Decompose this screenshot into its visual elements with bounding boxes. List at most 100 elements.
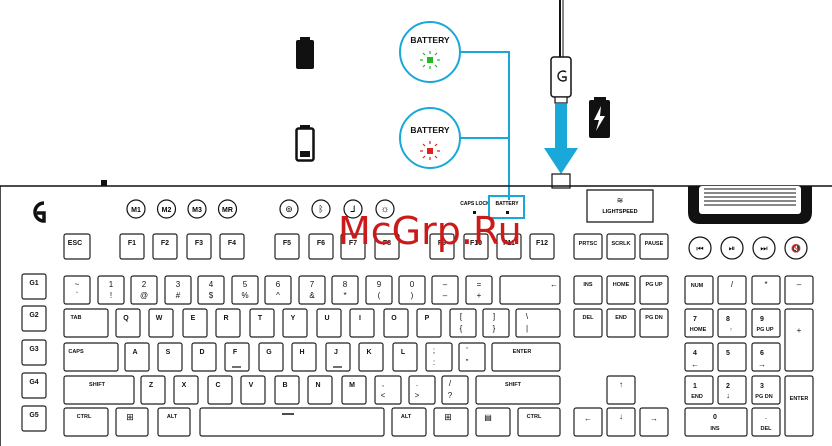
key-f12[interactable]: F12 [529,233,555,260]
key-f9[interactable]: F9 [429,233,455,260]
key-z[interactable]: Z [140,375,166,405]
key-esc[interactable]: ESC [63,233,91,260]
mute-button[interactable]: 🔇 [784,236,808,260]
key-u[interactable]: U [316,308,342,338]
key-w[interactable]: W [148,308,174,338]
key-number-5[interactable]: 5% [231,275,259,305]
volume-roller[interactable] [688,186,812,224]
key-n[interactable]: N [307,375,333,405]
g-key-g3[interactable]: G3 [21,339,47,366]
key-number-11[interactable]: –– [431,275,459,305]
next-track-button[interactable]: ⏭ [752,236,776,260]
macro-key-m3[interactable]: M3 [187,199,207,219]
key-menu[interactable]: ▤ [475,407,511,437]
key-punct-s0[interactable]: ,< [374,375,402,405]
key-l[interactable]: L [392,342,418,372]
key-number-8[interactable]: 8* [331,275,359,305]
key-e[interactable]: E [182,308,208,338]
key-number-2[interactable]: 2@ [130,275,158,305]
key-h[interactable]: H [291,342,317,372]
key-backspace[interactable]: ← [499,275,561,305]
numpad-dot[interactable]: .DEL [751,407,781,437]
key-f2[interactable]: F2 [152,233,178,260]
numpad-6[interactable]: 6→ [751,342,781,372]
key-m[interactable]: M [341,375,367,405]
key-f10[interactable]: F10 [463,233,489,260]
key-pg-up[interactable]: PG UP [639,275,669,305]
key-arrow-up[interactable]: ↑ [606,375,636,405]
key-left-alt[interactable]: ALT [157,407,191,437]
numpad-4[interactable]: 4← [684,342,714,372]
numpad-5[interactable]: 5 [717,342,747,372]
key-right-ctrl[interactable]: CTRL [517,407,561,437]
key-number-0[interactable]: ~` [63,275,91,305]
numpad-enter[interactable]: ENTER [784,375,814,437]
g-key-g4[interactable]: G4 [21,372,47,399]
numpad-plus[interactable]: + [784,308,814,372]
key-arrow-left[interactable]: ← [573,407,603,437]
key-b[interactable]: B [274,375,300,405]
key-left-shift[interactable]: SHIFT [63,375,135,405]
key-tab[interactable]: TAB [63,308,109,338]
key-del[interactable]: DEL [573,308,603,338]
key-bracket-0[interactable]: [{ [449,308,477,338]
key-bracket-1[interactable]: ]} [482,308,510,338]
key-equals[interactable]: =+ [465,275,493,305]
key-prtsc[interactable]: PRTSC [573,233,603,260]
numpad-2[interactable]: 2↓ [717,375,747,405]
key-left-ctrl[interactable]: CTRL [63,407,109,437]
key-c[interactable]: C [207,375,233,405]
numpad-sym[interactable]: / [717,275,747,305]
g-key-g2[interactable]: G2 [21,305,47,332]
key-punct-0[interactable]: ;: [425,342,453,372]
key-pg-dn[interactable]: PG DN [639,308,669,338]
numpad-num[interactable]: NUM [684,275,714,305]
key-right-alt[interactable]: ALT [391,407,427,437]
key-number-6[interactable]: 6^ [264,275,292,305]
numpad-sym[interactable]: * [751,275,781,305]
key-x[interactable]: X [173,375,199,405]
key-pause[interactable]: PAUSE [639,233,669,260]
key-f6[interactable]: F6 [308,233,334,260]
key-space[interactable] [199,407,385,437]
key-f3[interactable]: F3 [186,233,212,260]
key-t[interactable]: T [249,308,275,338]
key-r[interactable]: R [215,308,241,338]
key-windows[interactable]: ⊞ [115,407,149,437]
key-k[interactable]: K [358,342,384,372]
numpad-9[interactable]: 9PG UP [751,308,781,338]
key-f7[interactable]: F7 [340,233,366,260]
numpad-8[interactable]: 8↑ [717,308,747,338]
key-punct-s2[interactable]: /? [441,375,469,405]
key-punct-s1[interactable]: .> [408,375,436,405]
key-bracket-2[interactable]: \| [515,308,561,338]
macro-key-m2[interactable]: M2 [156,199,177,219]
key-right-shift[interactable]: SHIFT [475,375,561,405]
key-number-7[interactable]: 7& [298,275,326,305]
key-o[interactable]: O [383,308,409,338]
key-f4[interactable]: F4 [219,233,245,260]
key-number-4[interactable]: 4$ [197,275,225,305]
lock-icon[interactable]: ⅃ [343,199,363,219]
key-punct-1[interactable]: '" [458,342,486,372]
key-f5[interactable]: F5 [274,233,300,260]
key-j[interactable]: J [325,342,351,372]
g-key-g1[interactable]: G1 [21,273,47,300]
key-enter[interactable]: ENTER [491,342,561,372]
key-s[interactable]: S [157,342,183,372]
key-f11[interactable]: F11 [496,233,522,260]
previous-track-button[interactable]: ⏮ [688,236,712,260]
key-end[interactable]: END [606,308,636,338]
key-number-1[interactable]: 1! [97,275,125,305]
play-pause-button[interactable]: ⏯ [720,236,744,260]
key-g[interactable]: G [258,342,284,372]
key-a[interactable]: A [124,342,150,372]
key-f1[interactable]: F1 [119,233,145,260]
key-v[interactable]: V [240,375,266,405]
key-ins[interactable]: INS [573,275,603,305]
key-arrow-right[interactable]: → [639,407,669,437]
key-windows-right[interactable]: ⊞ [433,407,469,437]
key-i[interactable]: I [349,308,375,338]
